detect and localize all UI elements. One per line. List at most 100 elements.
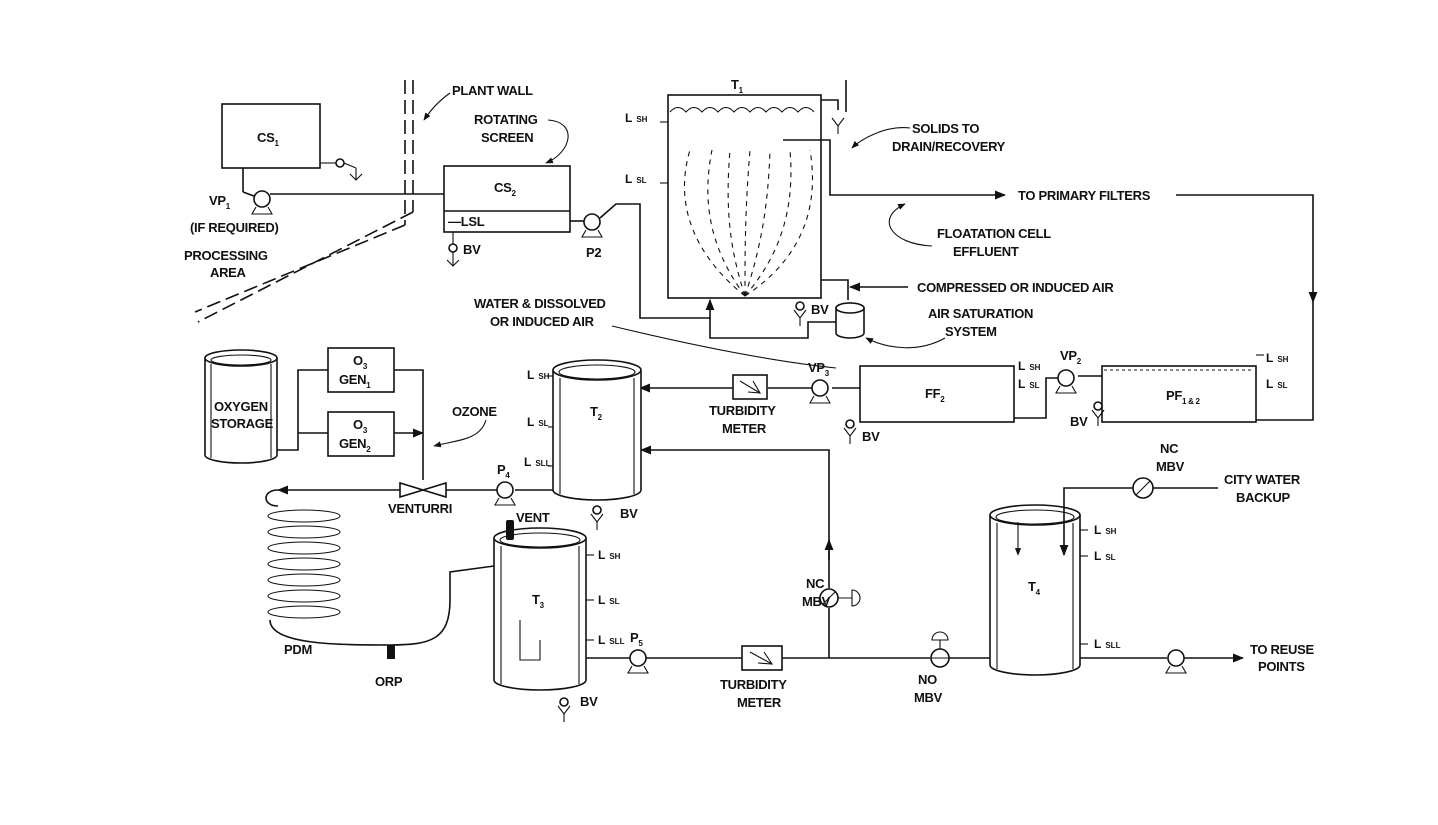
floatation-arrow [888, 203, 933, 247]
orp-sensor-icon [387, 645, 395, 659]
cs2-bv-label: BV [463, 242, 481, 257]
p2-line-to-t1 [599, 203, 715, 319]
solids-arrow [851, 127, 911, 149]
pf-tank [1101, 365, 1257, 423]
t1-bv-label: BV [811, 302, 829, 317]
vp3-pump-icon [811, 379, 829, 397]
cs2-label: CS2 [494, 180, 516, 198]
nc-mbv-1-label-1: NC [806, 576, 825, 591]
o3-gen2-o3-label: O3 [353, 417, 368, 435]
to-primary-filters-label: TO PRIMARY FILTERS [1018, 188, 1151, 203]
compressed-air-label: COMPRESSED OR INDUCED AIR [917, 280, 1114, 295]
city-water-label-1: CITY WATER [1224, 472, 1301, 487]
solids-label-1: SOLIDS TO [912, 121, 979, 136]
vp1-pump-base [251, 206, 273, 215]
t4-label: T4 [1028, 579, 1041, 597]
air-sat-arrow [865, 337, 946, 349]
t1-floatation-tank [667, 94, 822, 299]
turbidity-meter-2-label-2: METER [737, 695, 782, 710]
pf-bv-icon [1093, 401, 1103, 411]
nc-mbv-2-label-1: NC [1160, 441, 1179, 456]
p4-pump-icon [496, 481, 514, 499]
t3-label: T3 [532, 592, 545, 610]
solids-drain-icon [831, 117, 845, 134]
rotating-screen-label-2: SCREEN [481, 130, 533, 145]
pf-bv-label: BV [1070, 414, 1088, 429]
to-primary-filters-line [1176, 194, 1318, 304]
processing-area-label-2: AREA [210, 265, 247, 280]
water-dissolved-label-1: WATER & DISSOLVED [474, 296, 606, 311]
turbidity-meter-1-label-1: TURBIDITY [709, 403, 776, 418]
lsl-label: —LSL [448, 214, 485, 229]
turbidity-meter-2-label-1: TURBIDITY [720, 677, 787, 692]
ff2-label: FF2 [925, 386, 945, 404]
reuse-pump-icon [1167, 649, 1185, 667]
o3-gen1-box [327, 347, 395, 393]
if-required-label: (IF REQUIRED) [190, 220, 279, 235]
vp2-pump-icon [1057, 369, 1075, 387]
vent-icon [506, 520, 514, 540]
to-reuse-label-1: TO REUSE [1250, 642, 1314, 657]
air-sat-label-2: SYSTEM [945, 324, 997, 339]
turbidity-meter-1-icon [732, 374, 768, 400]
pdm-coil [265, 489, 495, 646]
cs1-tank [221, 103, 321, 169]
vp1-pump-icon [253, 190, 271, 208]
oxygen-storage-label-1: OXYGEN [214, 399, 268, 414]
oxygen-storage-tank [204, 349, 278, 464]
p5-label: P5 [630, 630, 643, 648]
floatation-label-2: EFFLUENT [953, 244, 1019, 259]
rotating-screen-arrow [545, 119, 569, 164]
nc-mbv-1-label-2: MBV [802, 594, 831, 609]
vp2-label: VP2 [1060, 348, 1082, 366]
venturri-valve-icon [399, 481, 447, 499]
t2-label: T2 [590, 404, 603, 422]
saturated-air-line [709, 318, 836, 339]
o3-gen2-gen-label: GEN2 [339, 436, 371, 454]
pf-label: PF1 & 2 [1166, 388, 1200, 406]
orp-label: ORP [375, 674, 403, 689]
plant-wall [194, 80, 414, 323]
t4-tank [989, 504, 1081, 676]
air-sat-label-1: AIR SATURATION [928, 306, 1033, 321]
ff2-bv-label: BV [862, 429, 880, 444]
processing-area-label-1: PROCESSING [184, 248, 268, 263]
t3-tank [493, 527, 587, 691]
to-reuse-label-2: POINTS [1258, 659, 1305, 674]
o3-gen1-o3-label: O3 [353, 353, 368, 371]
p2-label: P2 [586, 245, 601, 260]
cs2-tank [443, 165, 571, 233]
t2-bv-label: BV [620, 506, 638, 521]
o3-gen2-box [327, 411, 395, 457]
bubble-streams [683, 149, 813, 297]
p4-label: P4 [497, 462, 510, 480]
vent-label: VENT [516, 510, 550, 525]
cs2-bv-icon [448, 243, 458, 253]
t3-bv-icon [559, 697, 569, 707]
ff2-bv-icon [845, 419, 855, 429]
water-dissolved-arrow [611, 325, 837, 369]
effluent-line [783, 139, 1007, 200]
cs1-drain-icon [343, 162, 363, 181]
plant-wall-label: PLANT WALL [452, 83, 533, 98]
oxygen-storage-label-2: STORAGE [211, 416, 274, 431]
no-mbv-label-1: NO [918, 672, 937, 687]
t2-bv-icon [592, 505, 602, 515]
venturri-label: VENTURRI [388, 501, 452, 516]
cs1-label: CS1 [257, 130, 279, 148]
rotating-screen-label-1: ROTATING [474, 112, 538, 127]
